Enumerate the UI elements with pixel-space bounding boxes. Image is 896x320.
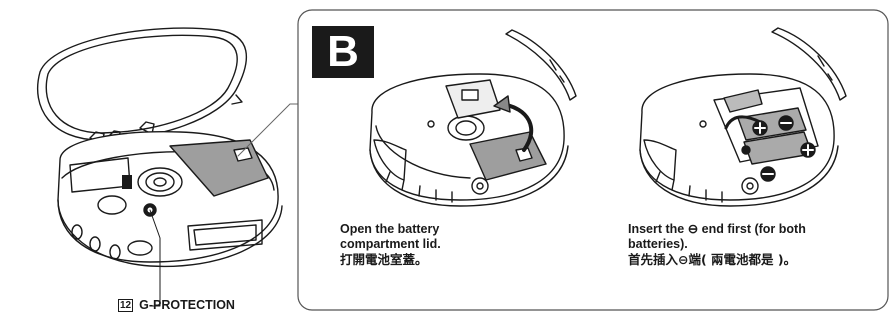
- player-lcd: [187, 219, 263, 251]
- step1-caption-line2: compartment lid.: [340, 237, 441, 251]
- callout-label: G-PROTECTION: [139, 298, 235, 312]
- section-letter-badge: B: [312, 26, 374, 78]
- step2-caption-line3: 首先插入⊖端( 兩電池都是 )。: [628, 252, 797, 267]
- step2-caption-line2: batteries).: [628, 237, 688, 251]
- step1-caption-line3: 打開電池室蓋。: [340, 252, 428, 267]
- gprotection-leader: [149, 209, 161, 307]
- step1-caption: Open the battery compartment lid. 打開電池室蓋…: [340, 222, 441, 267]
- callout-number: 12: [118, 299, 134, 312]
- step2-illustration: [639, 27, 847, 207]
- step2-caption: Insert the ⊖ end first (for both batteri…: [628, 222, 806, 267]
- step-panel: [297, 9, 889, 311]
- step1-illustration: [369, 29, 577, 207]
- step2-caption-line1: Insert the ⊖ end first (for both: [628, 222, 806, 236]
- callout-leader-line: [237, 103, 299, 157]
- step1-caption-line1: Open the battery: [340, 222, 440, 236]
- cd-player-overview: [36, 27, 299, 307]
- player-lid: [36, 27, 248, 141]
- gprotection-callout: 12 G-PROTECTION: [118, 298, 235, 312]
